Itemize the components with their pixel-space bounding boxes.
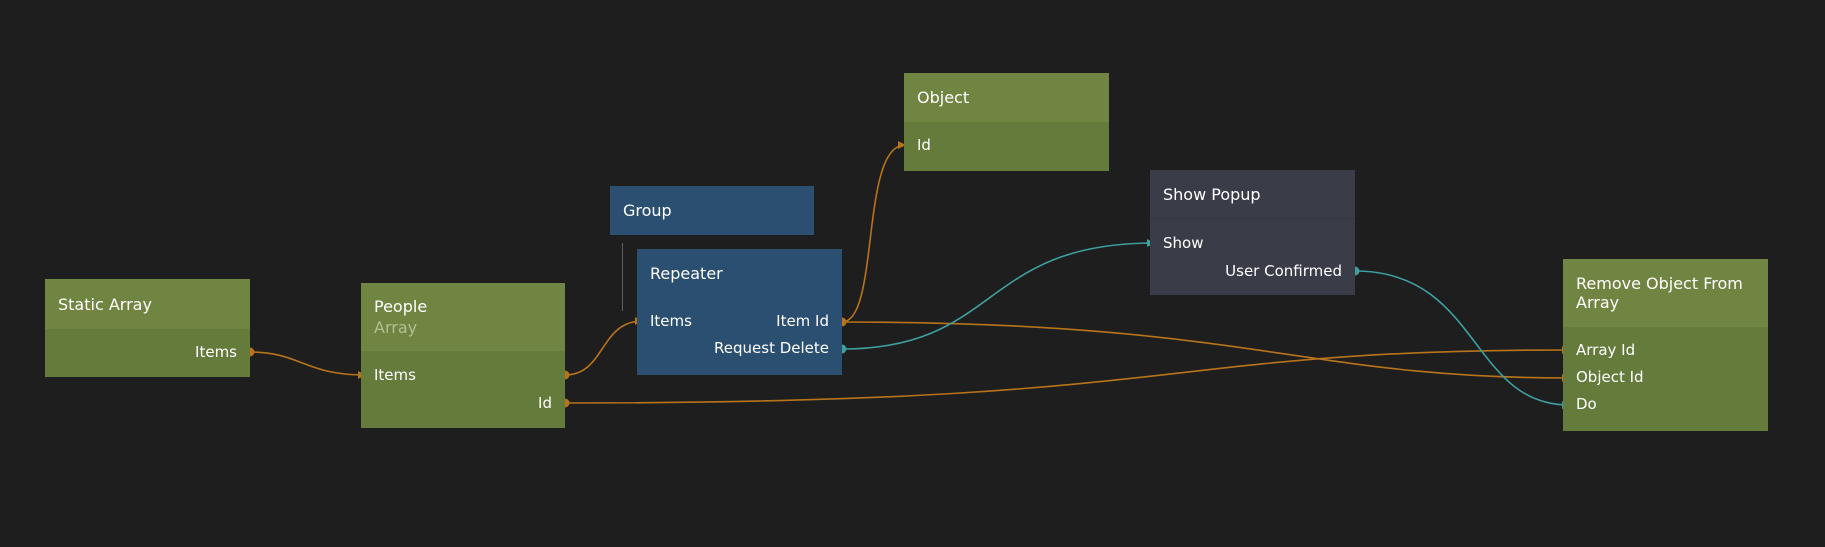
- node-body: Show User Confirmed: [1150, 218, 1355, 295]
- port-out-item-id[interactable]: Item Id: [776, 312, 829, 330]
- port-in-items[interactable]: Items: [650, 312, 692, 330]
- node-static-array[interactable]: Static Array Items: [45, 279, 250, 377]
- node-people[interactable]: People Array Items Id: [361, 283, 565, 428]
- node-body: Items Id: [361, 351, 565, 428]
- node-repeater[interactable]: Repeater Items Item Id Request Delete: [637, 249, 842, 375]
- node-title: People: [374, 297, 428, 316]
- group-child-connector: [622, 243, 623, 311]
- node-header[interactable]: People Array: [361, 283, 565, 351]
- node-header[interactable]: Remove Object From Array: [1563, 259, 1768, 327]
- node-body: Id: [904, 122, 1109, 171]
- wire-people-to-repeater[interactable]: [564, 317, 643, 376]
- node-header[interactable]: Object: [904, 73, 1109, 122]
- node-title: Static Array: [58, 294, 152, 314]
- node-title: Show Popup: [1163, 184, 1261, 204]
- node-show-popup[interactable]: Show Popup Show User Confirmed: [1150, 170, 1355, 295]
- node-body: Array Id Object Id Do: [1563, 327, 1768, 431]
- port-out-items[interactable]: Items: [195, 343, 237, 361]
- port-out-request-delete[interactable]: Request Delete: [714, 339, 829, 357]
- port-out-user-confirmed[interactable]: User Confirmed: [1225, 262, 1342, 280]
- node-title: Object: [917, 88, 970, 107]
- port-in-do[interactable]: Do: [1576, 395, 1597, 413]
- node-header[interactable]: Group: [610, 186, 814, 235]
- port-in-object-id[interactable]: Object Id: [1576, 368, 1644, 386]
- node-header[interactable]: Show Popup: [1150, 170, 1355, 218]
- node-body: Items Item Id Request Delete: [637, 298, 842, 375]
- wire-repeater-item-id-to-remove-object-id[interactable]: [841, 321, 1570, 382]
- port-in-items[interactable]: Items: [374, 366, 416, 384]
- node-title: Group: [623, 201, 672, 220]
- node-subtitle: Array: [374, 318, 418, 337]
- node-remove-object-from-array[interactable]: Remove Object From Array Array Id Object…: [1563, 259, 1768, 431]
- port-in-id[interactable]: Id: [917, 136, 931, 154]
- node-title: Remove Object From Array: [1576, 274, 1743, 312]
- node-header[interactable]: Repeater: [637, 249, 842, 298]
- wire-repeater-item-id-to-object-id[interactable]: [841, 141, 906, 323]
- wire-request-delete-to-show[interactable]: [841, 239, 1155, 350]
- node-body: Items: [45, 329, 250, 377]
- node-title: Repeater: [650, 264, 723, 283]
- node-header[interactable]: Static Array: [45, 279, 250, 329]
- node-group[interactable]: Group: [610, 186, 814, 235]
- node-object[interactable]: Object Id: [904, 73, 1109, 171]
- port-in-array-id[interactable]: Array Id: [1576, 341, 1636, 359]
- port-out-id[interactable]: Id: [538, 394, 552, 412]
- wire-user-confirmed-to-do[interactable]: [1354, 270, 1570, 409]
- port-in-show[interactable]: Show: [1163, 234, 1204, 252]
- wire-static-array-to-people[interactable]: [249, 351, 366, 379]
